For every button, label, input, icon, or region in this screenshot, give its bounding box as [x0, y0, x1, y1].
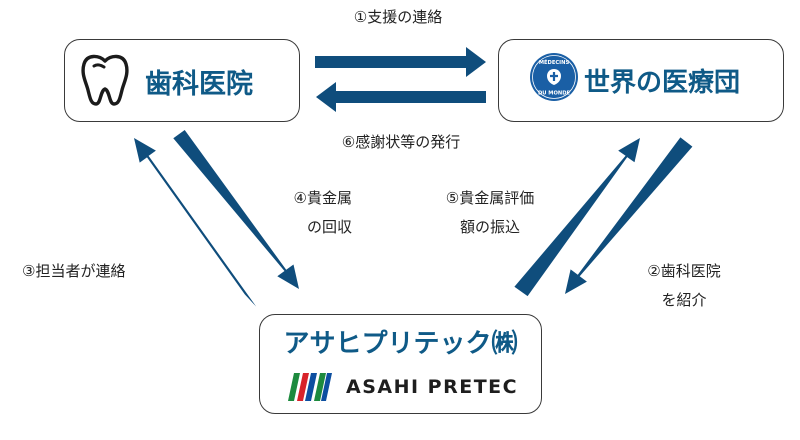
medecins-du-monde-label: 世界の医療団 [584, 68, 741, 98]
edge-label-6-text: ⑥感謝状等の発行 [341, 133, 461, 151]
edge-label-3-text: ③担当者が連絡 [22, 262, 126, 280]
arrow-1-right [315, 47, 486, 77]
edge-label-4: ④貴金属 の回収 [276, 184, 352, 242]
asahi-pretec-label: アサヒプリテック㈱ [283, 329, 518, 359]
arrow-2 [565, 137, 693, 294]
tooth-icon [81, 54, 129, 106]
edge-label-5-line-1: ⑤貴金属評価 [445, 189, 535, 207]
edge-label-2-line-1: ②歯科医院 [647, 262, 721, 280]
edge-label-1: ①支援の連絡 [323, 3, 473, 32]
arrow-4 [173, 130, 299, 289]
arrow-3 [134, 138, 257, 307]
node-medecins-du-monde: MÉDECINS DU MONDE 世界の医療団 [498, 39, 784, 122]
edge-label-1-text: ①支援の連絡 [353, 8, 443, 26]
edge-label-5-line-2: 額の振込 [459, 218, 520, 236]
edge-label-2: ②歯科医院 を紹介 [624, 257, 744, 315]
edge-label-3: ③担当者が連絡 [22, 257, 125, 286]
svg-text:MÉDECINS: MÉDECINS [539, 58, 570, 66]
svg-text:DU MONDE: DU MONDE [538, 91, 571, 97]
edge-label-2-line-2: を紹介 [661, 291, 707, 309]
edge-label-4-line-2: の回収 [306, 218, 352, 236]
asahi-pretec-logo-mark [288, 373, 332, 401]
edge-label-5: ⑤貴金属評価 額の振込 [432, 184, 548, 242]
arrow-6-left [316, 82, 486, 112]
edge-label-6: ⑥感謝状等の発行 [316, 128, 486, 157]
asahi-pretec-logo: ASAHI PRETEC [288, 372, 518, 402]
edge-label-4-line-1: ④貴金属 [293, 189, 352, 207]
arrow-5 [514, 138, 640, 297]
dental-clinic-label: 歯科医院 [145, 69, 253, 100]
asahi-pretec-wordmark: ASAHI PRETEC [346, 376, 519, 398]
node-dental-clinic: 歯科医院 [64, 39, 300, 122]
medecins-du-monde-logo: MÉDECINS DU MONDE [530, 53, 578, 101]
node-asahi-pretec: アサヒプリテック㈱ ASAHI PRETEC [259, 314, 542, 414]
